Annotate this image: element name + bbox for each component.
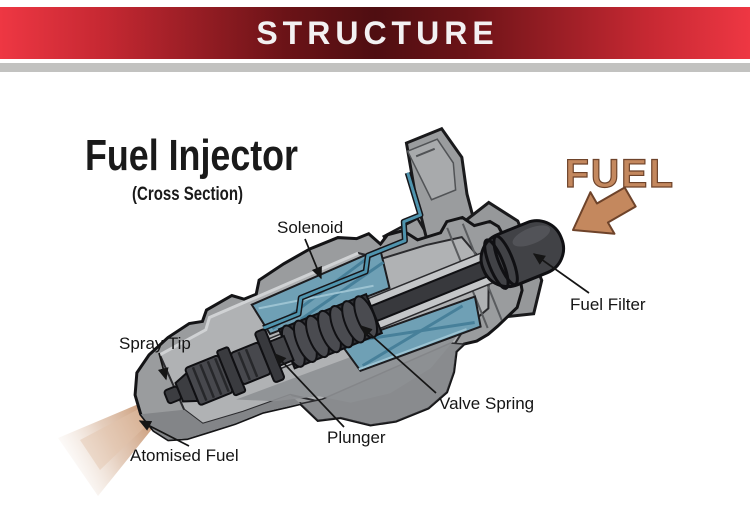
plunger-leader xyxy=(274,353,345,428)
solenoid-label: Solenoid xyxy=(277,218,343,237)
fuel-flow-label: FUEL xyxy=(565,152,675,196)
gray-strip xyxy=(0,63,750,72)
diagram-subtitle: (Cross Section) xyxy=(132,184,243,205)
atomised-fuel-label: Atomised Fuel xyxy=(130,446,239,465)
plunger-assembly xyxy=(163,328,295,406)
banner-keyline xyxy=(0,59,750,63)
solenoid-wire xyxy=(262,172,422,330)
top-margin xyxy=(0,0,750,7)
valve-spring-label: Valve Spring xyxy=(439,394,534,413)
valve-spring xyxy=(277,292,384,370)
banner-title: STRUCTURE xyxy=(256,14,499,51)
interior-top-highlight xyxy=(159,251,359,357)
nose-shading xyxy=(140,394,301,440)
spray-tip-leader xyxy=(157,352,169,381)
fuel-filter-leader xyxy=(532,253,590,294)
diagram-title: Fuel Injector xyxy=(85,131,298,180)
atomised-fuel-leader xyxy=(138,420,190,447)
fuel-filter xyxy=(479,219,566,290)
solenoid-leader xyxy=(304,238,322,280)
fuel-injector-diagram: Fuel Injector (Cross Section) FUEL Solen… xyxy=(58,126,675,496)
connector-slot xyxy=(415,147,436,158)
spray-tip-label: Spray Tip xyxy=(119,334,191,353)
fuel-filter-label: Fuel Filter xyxy=(570,295,646,314)
solenoid-coil-bottom xyxy=(339,295,482,373)
valve-spring-leader xyxy=(359,325,437,394)
plunger-label: Plunger xyxy=(327,428,386,447)
structure-banner: STRUCTURE xyxy=(0,7,750,59)
fuel-flow-arrow xyxy=(572,186,637,235)
